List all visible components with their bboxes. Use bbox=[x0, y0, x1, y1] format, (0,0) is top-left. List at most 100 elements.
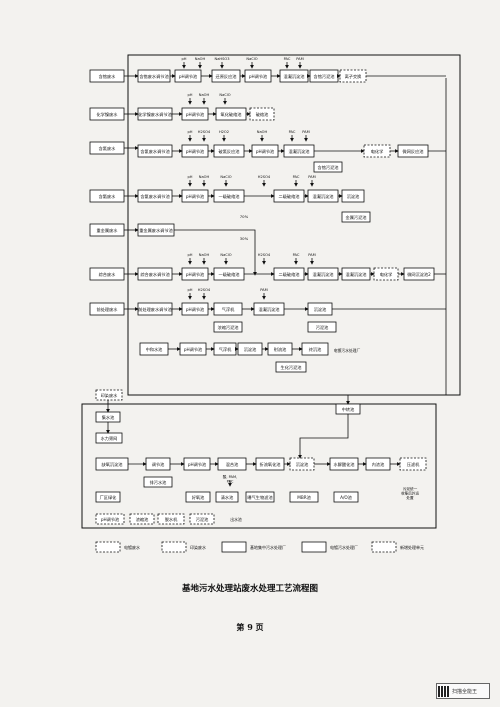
legend-label-1: 印染废水 bbox=[190, 544, 206, 550]
node-b16-label: 厂区绿化 bbox=[100, 494, 118, 501]
node-r7f bbox=[213, 321, 243, 333]
chem-r6-pam: PAM bbox=[308, 253, 316, 257]
node-r7b-label: pH调节池 bbox=[186, 306, 205, 313]
source-s4-label: 含氨废水 bbox=[99, 193, 117, 200]
node-r1g-label: 离子交换 bbox=[345, 73, 363, 80]
link-r5-split bbox=[174, 229, 257, 276]
node-r4e-label: 混凝沉淀池 bbox=[313, 193, 335, 200]
node-r4d-label: 二级破络池 bbox=[279, 193, 301, 200]
node-b14-label: 排污水池 bbox=[150, 479, 168, 486]
node-b20 bbox=[95, 513, 125, 525]
legend-swatch-4 bbox=[371, 541, 397, 553]
node-r5a-label: 重金属废水调节池 bbox=[139, 227, 173, 234]
chem-r3-ph: pH bbox=[188, 130, 193, 134]
node-b21-label: 脱水机 bbox=[165, 516, 178, 523]
chem-r6-pac: PAC bbox=[293, 253, 300, 257]
node-r6d-label: 二级破络池 bbox=[279, 271, 301, 278]
chem-r4-ph: pH bbox=[188, 175, 193, 179]
node-b17 bbox=[185, 491, 211, 503]
node-r1f-label: 含铬污泥池 bbox=[314, 73, 336, 80]
watermark-label: 扫描全能王 bbox=[452, 688, 478, 695]
split-70: 70% bbox=[240, 214, 249, 219]
chem-r1-pam: PAM bbox=[296, 57, 304, 61]
chem-r2-naclo: NaClO bbox=[219, 93, 230, 97]
scanner-watermark: 扫描全能王 bbox=[436, 683, 490, 699]
node-r8d-label: 沉淀池 bbox=[244, 346, 257, 353]
node-r7g-label: 污泥池 bbox=[316, 324, 329, 331]
central-plant-frame bbox=[81, 403, 437, 529]
node-b15-label: 中转池 bbox=[342, 406, 355, 413]
node-r8b-label: pH调节池 bbox=[184, 346, 203, 353]
node-r3g-label: 电化学 bbox=[371, 148, 384, 155]
chem-lower-pac: 酸, PAM, bbox=[223, 474, 238, 479]
chem-r1-nahso3: NaHSO3 bbox=[215, 57, 230, 61]
node-r2c-label: 氧化破络池 bbox=[221, 111, 243, 118]
node-r8g-label: 生化污泥池 bbox=[281, 364, 303, 371]
node-b11 bbox=[333, 491, 359, 503]
node-r1d-label: pH调节池 bbox=[249, 73, 268, 80]
node-r7c-label: 气浮机 bbox=[222, 306, 235, 313]
node-b14 bbox=[143, 476, 173, 488]
node-r7e-label: 沉淀池 bbox=[314, 306, 327, 313]
node-r7a-label: 前处理废水调节池 bbox=[138, 306, 172, 313]
node-r7f-label: 浓缩污泥池 bbox=[218, 324, 240, 331]
split-30: 30% bbox=[240, 236, 249, 241]
node-b13 bbox=[215, 491, 239, 503]
qr-code-icon bbox=[438, 685, 449, 697]
source-s3-label: 含氰废水 bbox=[99, 145, 117, 152]
source-s1-label: 含铬废水 bbox=[99, 73, 117, 80]
node-r2a-label: 化学镍废水调节池 bbox=[138, 111, 172, 118]
node-r8a-label: 中和水池 bbox=[146, 346, 164, 353]
note-sludge: 污泥统一 bbox=[403, 486, 418, 491]
chem-r3-h2so4: H2SO4 bbox=[198, 130, 211, 134]
chem-r7-ph: pH bbox=[188, 288, 193, 292]
legend-label-4: 新增处理单元 bbox=[400, 544, 424, 550]
link-b15-down bbox=[298, 414, 349, 459]
chem-r1-naoh: NaOH bbox=[195, 57, 206, 61]
node-r8e-label: 射流池 bbox=[274, 346, 287, 353]
node-b12-label: 曝气生物滤池 bbox=[247, 494, 273, 501]
node-r8f-label: 终沉池 bbox=[309, 346, 322, 353]
chem-r4-naclo: NaClO bbox=[220, 175, 231, 179]
node-b19 bbox=[129, 513, 155, 525]
chem-r2-ph: pH bbox=[188, 93, 193, 97]
node-b19-label: 浓缩池 bbox=[136, 516, 149, 523]
node-r6e-label: 混凝沉淀池 bbox=[313, 271, 335, 278]
node-r3c-label: 破氰反应池 bbox=[219, 148, 241, 155]
source-s2-label: 化学镍废水 bbox=[97, 111, 119, 118]
plating-plant-frame bbox=[127, 54, 461, 396]
legend-swatch-3 bbox=[301, 541, 327, 553]
node-b23 bbox=[189, 513, 215, 525]
node-b7-label: 沉淀池 bbox=[296, 461, 309, 468]
chem-r7-h2so4: H2SO4 bbox=[198, 288, 211, 292]
node-b0-label: 集水池 bbox=[102, 414, 115, 421]
node-r6g-label: 电化学 bbox=[380, 271, 393, 278]
node-b20-label: pH调节池 bbox=[101, 516, 120, 523]
chem-r7-pam: PAM bbox=[260, 288, 268, 292]
node-r4c-label: 一级破络池 bbox=[219, 193, 241, 200]
node-r3b-label: pH调节池 bbox=[186, 148, 205, 155]
node-b9-label: 内浓池 bbox=[372, 461, 385, 468]
node-b10-label: MBR池 bbox=[297, 494, 311, 500]
chem-r3-pac: PAC bbox=[289, 130, 296, 134]
source-s5-label: 重金属废水 bbox=[97, 227, 119, 234]
chem-r3-pam: PAM bbox=[302, 130, 310, 134]
diagram-title: 基地污水处理站废水处理工艺流程图 bbox=[181, 584, 318, 594]
node-r1b-label: pH调节池 bbox=[179, 73, 198, 80]
chem-r6-h2so4: H2SO4 bbox=[258, 253, 271, 257]
node-r4g-label: 金属污泥池 bbox=[346, 214, 368, 221]
chem-r6-naclo: NaClO bbox=[220, 253, 231, 257]
chem-r3-naoh: NaOH bbox=[257, 130, 268, 134]
node-b11-label: A/O池 bbox=[340, 494, 353, 500]
note-sludge: 收集后外运 bbox=[401, 491, 419, 496]
node-r3h-label: 微网反应池 bbox=[403, 148, 425, 155]
chem-r6-ph: pH bbox=[188, 253, 193, 257]
node-b6-label: 折流氧化池 bbox=[260, 461, 282, 468]
node-r2b-label: pH调节池 bbox=[186, 111, 205, 118]
page-number: 第 9 页 bbox=[236, 622, 264, 632]
node-r6b-label: pH调节池 bbox=[186, 271, 205, 278]
node-r6f-label: 混凝沉淀池 bbox=[346, 271, 368, 278]
chem-r1-pac: PAC bbox=[284, 57, 291, 61]
node-r6c-label: 一级破络池 bbox=[219, 271, 241, 278]
